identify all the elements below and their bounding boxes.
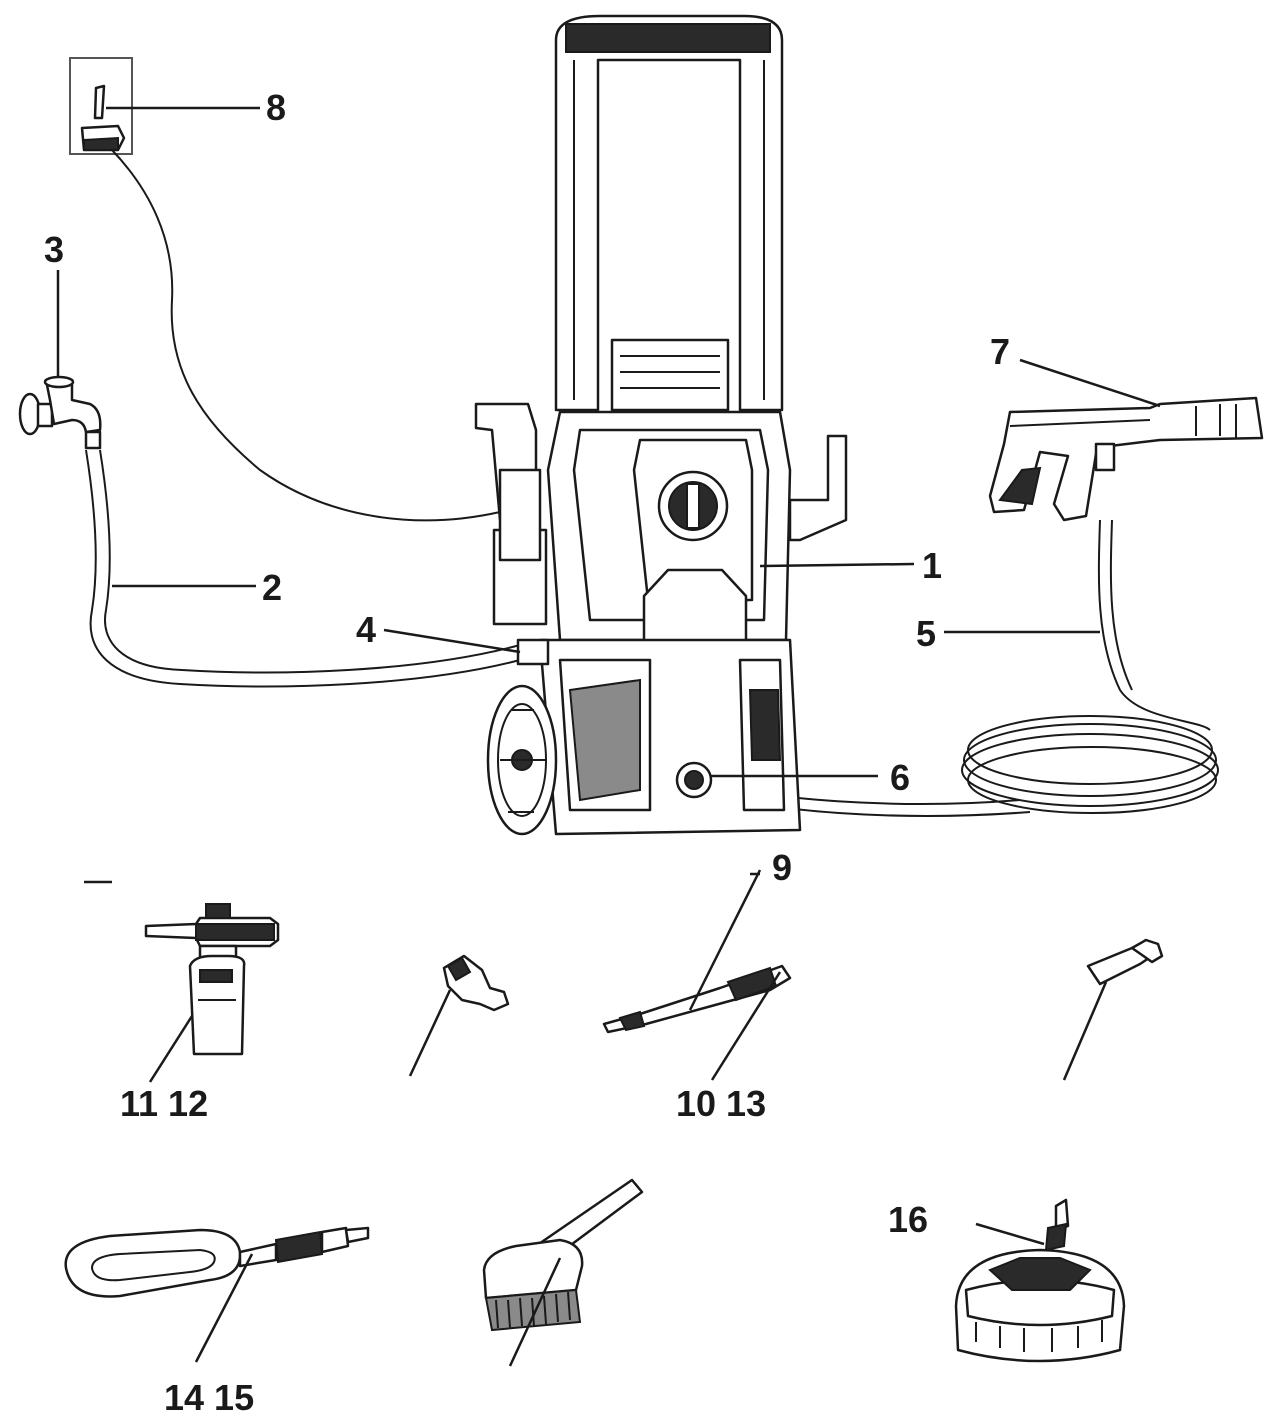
label-5: 5 <box>916 613 936 654</box>
label-8: 8 <box>266 87 286 128</box>
label-6: 6 <box>890 757 910 798</box>
nozzle-adapter <box>442 954 510 1012</box>
pressure-washer-body <box>474 14 848 836</box>
label-9: 9 <box>772 847 792 888</box>
patio-cleaner <box>954 1198 1126 1363</box>
label-4: 4 <box>356 609 376 650</box>
spray-gun <box>988 396 1264 522</box>
label-3: 3 <box>44 229 64 270</box>
garden-hose <box>85 449 521 688</box>
water-tap <box>18 375 102 450</box>
label-7: 7 <box>990 331 1010 372</box>
label-1: 1 <box>922 545 942 586</box>
label-10-13: 10 13 <box>676 1083 766 1124</box>
turbo-nozzle <box>1086 938 1164 986</box>
lance <box>602 964 792 1034</box>
foam-bottle <box>144 903 280 1056</box>
label-14-15: 14 15 <box>164 1377 254 1418</box>
fixed-brush <box>482 1178 644 1332</box>
power-cord <box>111 149 501 522</box>
label-2: 2 <box>262 567 282 608</box>
label-11-12: 11 12 <box>120 1083 208 1124</box>
leader-lines <box>56 106 1161 1367</box>
part-labels: 1 2 3 4 5 6 7 8 9 10 13 11 12 14 15 16 <box>44 87 1010 1418</box>
rotating-brush <box>64 1226 370 1298</box>
power-plug-socket <box>69 57 133 155</box>
label-16: 16 <box>888 1199 928 1240</box>
